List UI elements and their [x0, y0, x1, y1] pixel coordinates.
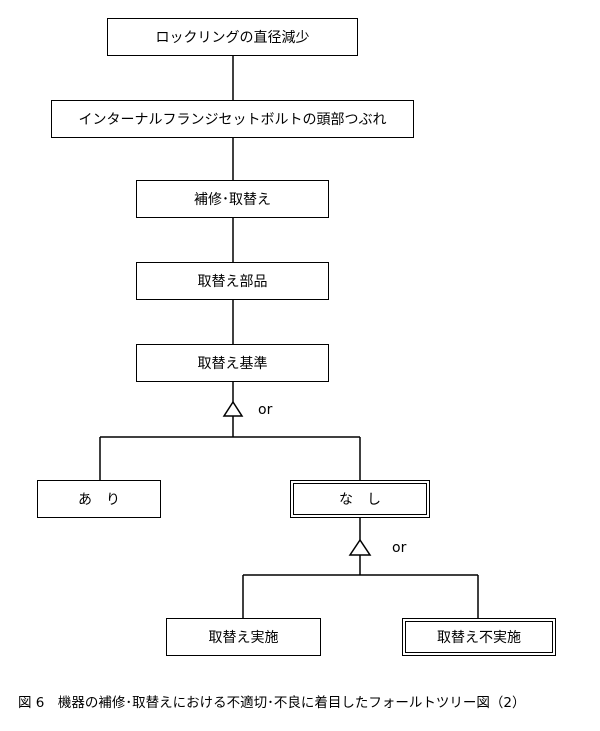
figure-caption: 図 6 機器の補修･取替えにおける不適切･不良に着目したフォールトツリー図（2） — [18, 695, 526, 711]
node-bolt-head-crushed: インターナルフランジセットボルトの頭部つぶれ — [51, 100, 414, 138]
node-present: あ り — [37, 480, 161, 518]
node-replacement-not-done: 取替え不実施 — [402, 618, 556, 656]
node-replacement-done: 取替え実施 — [166, 618, 321, 656]
node-lock-ring-diameter: ロックリングの直径減少 — [107, 18, 358, 56]
node-replacement-parts: 取替え部品 — [136, 262, 329, 300]
or-gate-1-label: or — [258, 402, 273, 418]
node-replacement-criteria: 取替え基準 — [136, 344, 329, 382]
or-gate-2-label: or — [392, 540, 407, 556]
node-repair-replace: 補修･取替え — [136, 180, 329, 218]
or-gate-1-triangle — [222, 400, 244, 417]
node-absent: な し — [290, 480, 430, 518]
or-gate-2-triangle — [348, 538, 372, 556]
